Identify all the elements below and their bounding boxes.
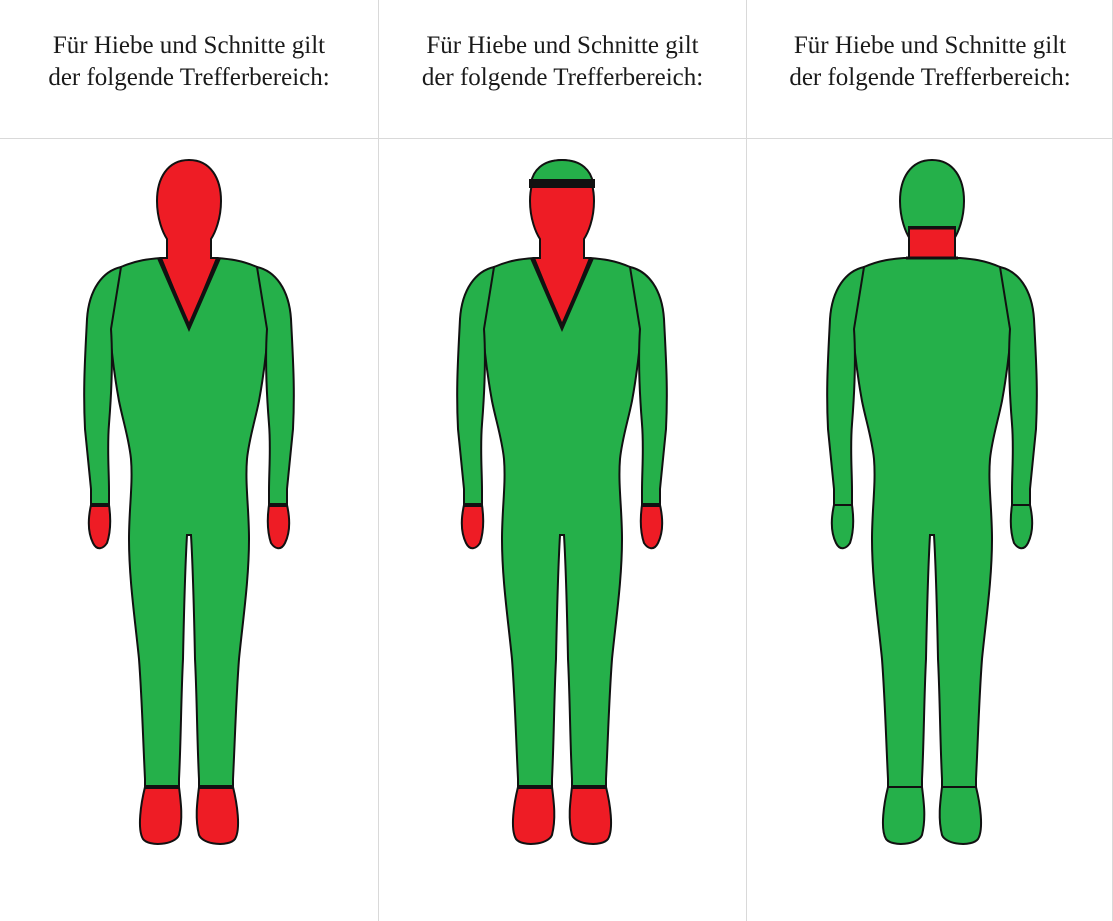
human-silhouette xyxy=(827,160,1037,844)
left-hand xyxy=(832,505,853,548)
torso-legs xyxy=(851,258,1012,787)
header-cell-1: Für Hiebe und Schnitte gilt der folgende… xyxy=(0,0,378,138)
header-line: Für Hiebe und Schnitte gilt xyxy=(789,30,1070,62)
torso-legs xyxy=(108,258,269,787)
forehead-band xyxy=(529,179,595,188)
right-foot xyxy=(197,787,238,844)
header-line: der folgende Trefferbereich: xyxy=(789,62,1070,94)
figure-front-2 xyxy=(379,139,746,921)
left-hand xyxy=(462,505,483,548)
target-area-figure xyxy=(0,139,378,921)
target-area-figure xyxy=(747,139,1113,921)
right-foot xyxy=(940,787,981,844)
header-cell-2: Für Hiebe und Schnitte gilt der folgende… xyxy=(379,0,746,138)
left-foot xyxy=(140,787,181,844)
left-foot xyxy=(513,787,554,844)
right-hand xyxy=(1011,505,1032,548)
neck xyxy=(909,227,955,258)
header-line: Für Hiebe und Schnitte gilt xyxy=(422,30,703,62)
torso-legs xyxy=(481,258,642,787)
right-foot xyxy=(570,787,611,844)
left-foot xyxy=(883,787,924,844)
right-hand xyxy=(268,505,289,548)
header-cell-3: Für Hiebe und Schnitte gilt der folgende… xyxy=(747,0,1113,138)
left-hand xyxy=(89,505,110,548)
header-line: der folgende Trefferbereich: xyxy=(422,62,703,94)
header-line: der folgende Trefferbereich: xyxy=(48,62,329,94)
human-silhouette xyxy=(457,160,667,844)
figure-back-3 xyxy=(747,139,1113,921)
figure-front-1 xyxy=(0,139,378,921)
right-hand xyxy=(641,505,662,548)
target-area-figure xyxy=(379,139,746,921)
header-line: Für Hiebe und Schnitte gilt xyxy=(48,30,329,62)
human-silhouette xyxy=(84,160,294,844)
